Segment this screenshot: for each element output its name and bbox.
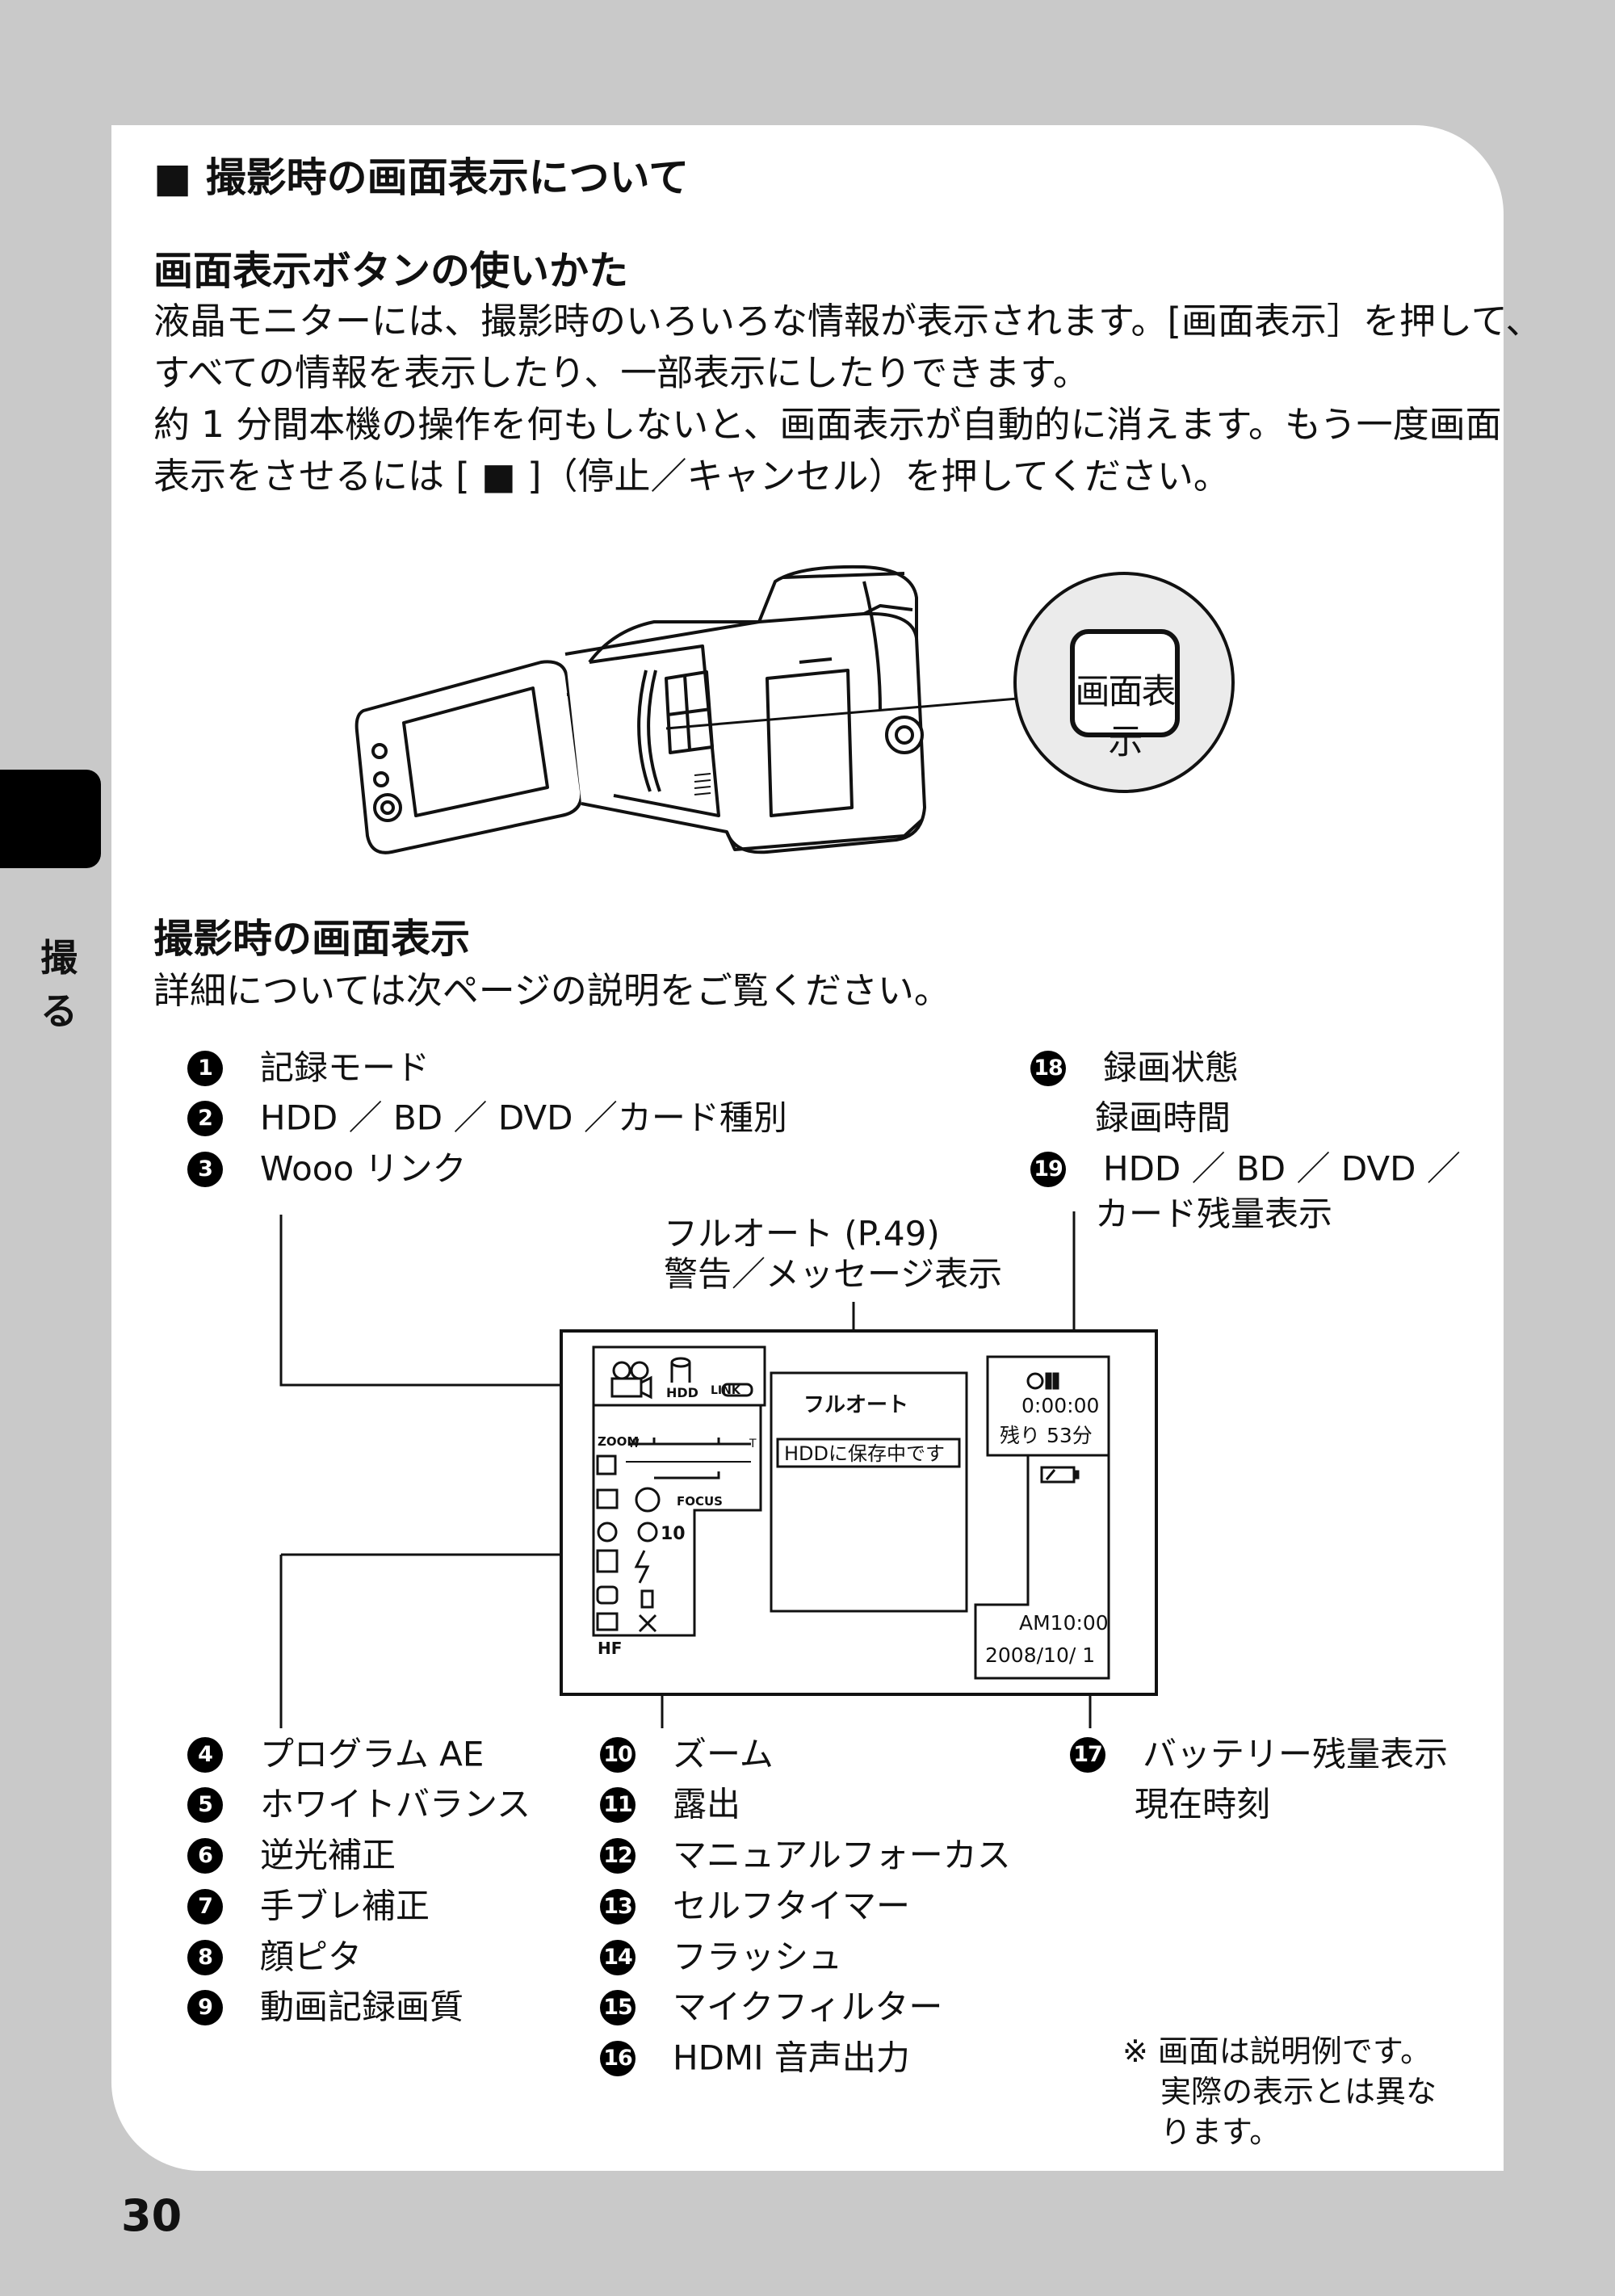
item-number-badge: 13	[600, 1888, 636, 1925]
callout-warning-message: 警告／メッセージ表示	[664, 1254, 1003, 1294]
item-label: 露出	[673, 1784, 741, 1824]
screen-link-text: LINK	[711, 1384, 741, 1397]
item-number-badge: 2	[187, 1100, 223, 1136]
item-number-badge: 5	[187, 1786, 223, 1823]
item-label: 動画記録画質	[260, 1987, 464, 2027]
list-item: 17 バッテリー残量表示	[1070, 1732, 1448, 1775]
item-label: 録画時間	[1095, 1098, 1231, 1138]
list-item: カード残量表示	[1095, 1192, 1332, 1235]
list-item: 13 セルフタイマー	[600, 1884, 910, 1927]
list-item: 3 Wooo リンク	[187, 1147, 467, 1190]
item-number-badge: 17	[1070, 1736, 1105, 1773]
list-item: 2 HDD ／ BD ／ DVD ／カード種別	[187, 1096, 787, 1139]
list-item: 15 マイクフィルター	[600, 1985, 942, 2028]
list-item: 1 記録モード	[187, 1046, 430, 1089]
subsection-title-button-usage: 画面表示ボタンの使いかた	[153, 248, 629, 294]
item-label: 録画状態	[1103, 1047, 1240, 1088]
item-label: HDD ／ BD ／ DVD ／カード種別	[260, 1098, 787, 1138]
item-label: HDMI 音声出力	[673, 2038, 910, 2078]
list-item: 録画時間	[1095, 1096, 1231, 1139]
item-label: マニュアルフォーカス	[673, 1835, 1011, 1875]
item-label: 現在時刻	[1135, 1784, 1271, 1824]
list-item: 12 マニュアルフォーカス	[600, 1833, 1011, 1876]
screen-remaining: 残り 53分	[1000, 1424, 1093, 1447]
side-chapter-tab	[0, 770, 101, 868]
item-label: マイクフィルター	[673, 1987, 943, 2027]
screen-display-diagram: LINK HDD ZOOM W T FOCUS 10 HF フルオート HDDに…	[279, 1211, 1158, 1728]
item-number-badge: 1	[187, 1050, 223, 1086]
item-label: Wooo リンク	[260, 1148, 467, 1189]
item-label: 記録モード	[260, 1047, 430, 1088]
item-number-badge: 11	[600, 1786, 636, 1823]
item-label: フラッシュ	[673, 1937, 843, 1977]
item-number-badge: 9	[187, 1989, 223, 2025]
camcorder-illustration	[354, 565, 1235, 854]
page-number: 30	[121, 2190, 182, 2241]
list-item: 14 フラッシュ	[600, 1935, 842, 1978]
list-item: 8 顔ピタ	[187, 1935, 362, 1978]
list-item: 18 録画状態	[1030, 1046, 1239, 1089]
item-number-badge: 6	[187, 1837, 223, 1874]
item-number-badge: 19	[1030, 1151, 1066, 1187]
item-label: プログラム AE	[260, 1734, 484, 1774]
paragraph-line: 液晶モニターには、撮影時のいろいろな情報が表示されます。[画面表示］を押して、	[153, 300, 1542, 342]
screen-message-text: HDDに保存中です	[784, 1442, 945, 1465]
item-number-badge: 16	[600, 2040, 636, 2076]
note-line: 実際の表示とは異な	[1160, 2074, 1437, 2109]
item-label: 逆光補正	[260, 1835, 396, 1875]
item-number-badge: 4	[187, 1736, 223, 1773]
list-item: 16 HDMI 音声出力	[600, 2036, 910, 2079]
note-line: ※ 画面は説明例です。	[1122, 2034, 1432, 2069]
list-item: 6 逆光補正	[187, 1833, 396, 1876]
item-label: HDD ／ BD ／ DVD ／	[1103, 1148, 1461, 1189]
screen-rec-time: 0:00:00	[1021, 1394, 1099, 1417]
item-number-badge: 3	[187, 1151, 223, 1187]
item-number-badge: 10	[600, 1736, 636, 1773]
side-tab-char: 撮	[40, 936, 78, 980]
screen-timer-text: 10	[661, 1524, 686, 1544]
item-label: セルフタイマー	[673, 1886, 911, 1926]
subsection-title-screen-display: 撮影時の画面表示	[153, 916, 471, 962]
item-label: バッテリー残量表示	[1143, 1734, 1449, 1774]
item-label: ホワイトバランス	[260, 1784, 531, 1824]
side-tab-char: る	[40, 989, 78, 1033]
item-number-badge: 7	[187, 1888, 223, 1925]
paragraph-line: 表示をさせるには [ ■ ]（停止／キャンセル）を押してください。	[153, 455, 1230, 497]
screen-date: 2008/10/ 1	[985, 1643, 1095, 1667]
item-label: ズーム	[673, 1734, 774, 1774]
list-item: 5 ホワイトバランス	[187, 1782, 531, 1825]
item-label: カード残量表示	[1095, 1194, 1333, 1234]
screen-zoom-t: T	[749, 1438, 757, 1450]
button-usage-paragraph: 液晶モニターには、撮影時のいろいろな情報が表示されます。[画面表示］を押して、 …	[153, 296, 1542, 502]
screen-hdd-text: HDD	[666, 1385, 698, 1400]
screen-zoom-w: W	[628, 1438, 640, 1450]
screen-display-intro: 詳細については次ページの説明をご覧ください。	[153, 969, 950, 1012]
item-number-badge: 14	[600, 1939, 636, 1975]
item-number-badge: 18	[1030, 1050, 1066, 1086]
callout-full-auto: フルオート (P.49)	[664, 1214, 940, 1253]
list-item: 7 手ブレ補正	[187, 1884, 430, 1927]
screen-time: AM10:00	[1019, 1611, 1109, 1635]
paragraph-line: 約 1 分間本機の操作を何もしないと、画面表示が自動的に消えます。もう一度画面	[153, 403, 1502, 446]
screen-mode-text: フルオート	[803, 1393, 908, 1417]
screen-hf-text: HF	[598, 1639, 622, 1658]
item-number-badge: 15	[600, 1989, 636, 2025]
note-line: ります。	[1160, 2114, 1281, 2150]
list-item: 10 ズーム	[600, 1732, 774, 1775]
section-title: ■ 撮影時の画面表示について	[153, 154, 690, 201]
paragraph-line: すべての情報を表示したり、一部表示にしたりできます。	[153, 351, 1089, 394]
item-number-badge: 12	[600, 1837, 636, 1874]
list-item: 19 HDD ／ BD ／ DVD ／	[1030, 1147, 1461, 1190]
content-panel	[111, 125, 1504, 2171]
list-item: 11 露出	[600, 1782, 740, 1825]
screen-focus-text: FOCUS	[677, 1494, 723, 1509]
display-button-label: 画面表示	[1075, 672, 1177, 762]
item-label: 顔ピタ	[260, 1937, 363, 1977]
list-item: 4 プログラム AE	[187, 1732, 484, 1775]
list-item: 現在時刻	[1135, 1782, 1270, 1825]
item-number-badge: 8	[187, 1939, 223, 1975]
item-label: 手ブレ補正	[260, 1886, 430, 1926]
list-item: 9 動画記録画質	[187, 1985, 464, 2028]
screen-zoom-text: ZOOM	[598, 1434, 639, 1449]
